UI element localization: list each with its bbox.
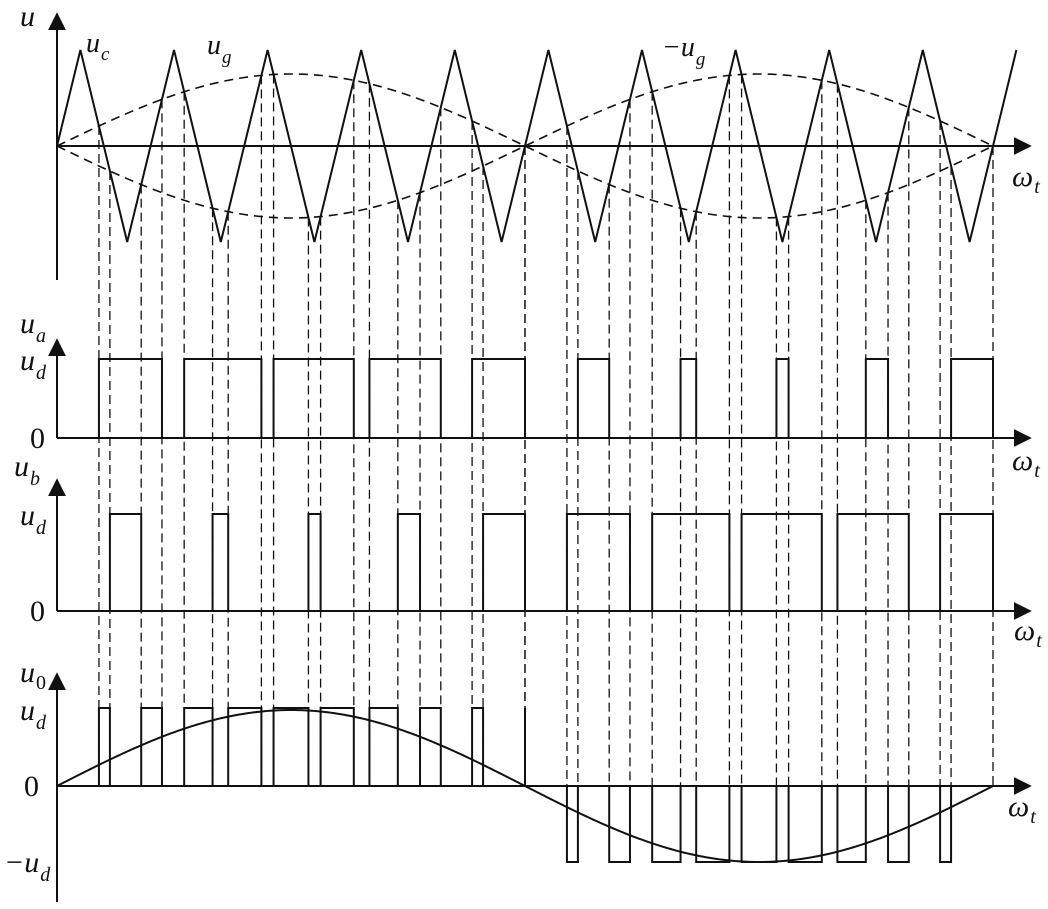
x-label-omega-ua: ωt (1012, 444, 1040, 482)
level-ud-ub: ud (20, 499, 47, 539)
level-ud-ua: ud (20, 344, 47, 384)
label-neg-ug: −ug (662, 32, 705, 70)
y-label-u: u (20, 0, 35, 33)
x-label-omega-top: ωt (1012, 160, 1040, 198)
level-neg-ud: −ud (4, 846, 51, 886)
label-uc: uc (86, 28, 110, 65)
pulse-train-ub (108, 513, 994, 611)
y-label-ub: ub (14, 450, 40, 490)
axes (48, 12, 1032, 902)
zero-ua: 0 (30, 422, 45, 455)
x-label-omega-ub: ωt (1014, 614, 1042, 652)
reference-wave-ug (56, 73, 994, 219)
carrier-triangle-uc (56, 49, 1018, 243)
zero-ub: 0 (30, 595, 45, 628)
zero-u0: 0 (24, 770, 39, 803)
y-label-ua: ua (20, 307, 46, 347)
level-ud-u0: ud (20, 694, 47, 734)
fundamental-sine-u0 (56, 708, 994, 864)
pulse-train-ua (97, 358, 994, 438)
x-label-omega-u0: ωt (1008, 790, 1036, 828)
y-label-u0: u0 (20, 656, 46, 694)
vertical-dash-guides (98, 74, 994, 786)
label-ug: ug (207, 30, 232, 68)
